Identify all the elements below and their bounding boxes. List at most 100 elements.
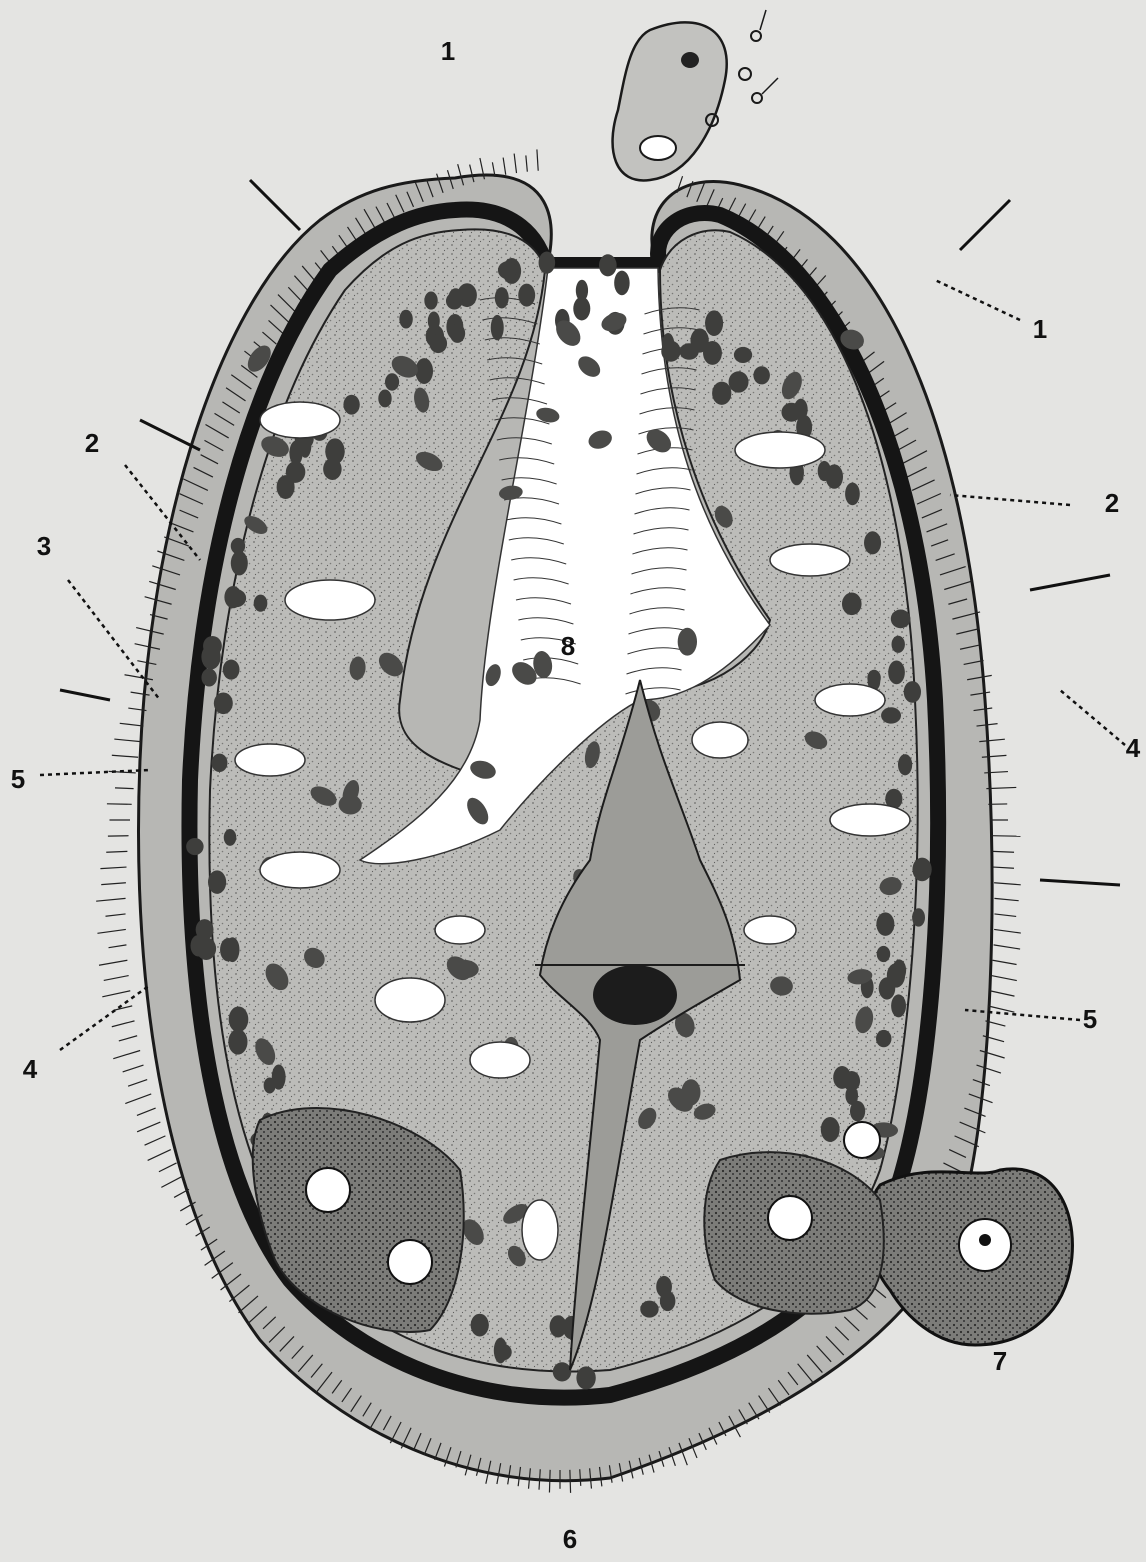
vacuole xyxy=(235,744,305,776)
nucleus xyxy=(518,284,535,307)
label-2-left: 2 xyxy=(85,428,99,458)
nucleus xyxy=(231,538,245,554)
nucleus xyxy=(867,670,880,686)
nucleus xyxy=(494,1338,507,1364)
nucleus xyxy=(678,628,697,656)
nucleus xyxy=(399,310,412,329)
nucleus xyxy=(842,592,862,615)
cilium xyxy=(106,851,127,852)
nucleus xyxy=(220,938,236,962)
cilium xyxy=(106,914,126,916)
cilium xyxy=(123,1065,144,1072)
label-6: 6 xyxy=(563,1524,577,1554)
nucleus xyxy=(385,373,399,390)
cilium xyxy=(526,155,527,171)
nucleus xyxy=(424,292,437,310)
nucleus xyxy=(576,1366,595,1389)
bristle xyxy=(140,420,200,450)
nucleus xyxy=(614,271,629,296)
cilium xyxy=(100,867,126,869)
vacuole xyxy=(260,402,340,438)
nucleus xyxy=(429,334,447,353)
label-5-left: 5 xyxy=(11,764,25,794)
cilium xyxy=(161,1176,182,1187)
nucleus xyxy=(254,595,268,612)
nucleus xyxy=(690,328,708,352)
cilium xyxy=(537,149,538,170)
cilium xyxy=(137,1108,156,1115)
nucleus xyxy=(821,1117,840,1142)
nucleus xyxy=(845,1086,858,1105)
nucleus xyxy=(208,870,226,893)
nucleus xyxy=(881,707,901,723)
nucleus xyxy=(876,1030,891,1047)
vacuole xyxy=(735,432,825,468)
nucleus xyxy=(325,438,344,464)
cilium xyxy=(120,723,144,726)
label-7: 7 xyxy=(993,1346,1007,1376)
cilium xyxy=(990,991,1015,996)
nucleus xyxy=(712,382,731,405)
nucleus xyxy=(888,661,905,685)
nucleus xyxy=(705,310,723,336)
nucleus xyxy=(229,1006,249,1032)
cilium xyxy=(991,836,1020,837)
nucleus xyxy=(186,838,203,855)
vacuole xyxy=(375,978,445,1022)
cilium xyxy=(148,1150,171,1161)
nucleus xyxy=(818,461,831,481)
label-4-left: 4 xyxy=(23,1054,38,1084)
cilium xyxy=(503,158,506,175)
cilium xyxy=(993,960,1017,964)
nucleus xyxy=(599,254,617,276)
nucleus xyxy=(845,482,860,505)
label-8: 8 xyxy=(561,631,575,661)
cilium xyxy=(549,1470,550,1493)
cilium xyxy=(994,929,1021,933)
cilium xyxy=(993,867,1013,868)
nucleus xyxy=(576,280,588,302)
cilium xyxy=(991,976,1016,981)
cilium xyxy=(993,851,1014,852)
nucleus xyxy=(912,858,931,882)
nucleus xyxy=(753,366,770,384)
nucleus xyxy=(781,403,801,422)
cilium xyxy=(96,898,125,901)
nucleus xyxy=(471,1314,489,1337)
vacuole xyxy=(770,544,850,576)
nucleus xyxy=(415,358,433,384)
nucleus xyxy=(539,252,556,274)
cilium xyxy=(97,929,125,933)
cilium xyxy=(113,1050,140,1058)
bristle xyxy=(60,690,110,700)
nucleus xyxy=(201,644,220,669)
nucleus xyxy=(660,1291,676,1311)
nucleus xyxy=(495,287,509,308)
bristle xyxy=(250,180,300,230)
cilium xyxy=(102,991,130,997)
cilium xyxy=(115,788,134,789)
nucleus xyxy=(734,347,752,363)
nucleus xyxy=(272,1064,286,1089)
vacuole xyxy=(285,580,375,620)
cilium xyxy=(115,1006,132,1010)
nucleus xyxy=(904,681,921,703)
nucleus xyxy=(228,1029,247,1054)
nucleus xyxy=(912,908,925,926)
cilium xyxy=(137,1122,160,1132)
cilium xyxy=(570,1470,571,1493)
nucleus xyxy=(448,288,462,307)
nucleus xyxy=(729,371,749,392)
nucleus xyxy=(343,395,359,415)
vacuole xyxy=(692,722,748,758)
free-swimming-cell xyxy=(613,10,778,180)
label-2-right: 2 xyxy=(1105,488,1119,518)
nucleus xyxy=(640,1301,658,1318)
nucleus xyxy=(378,390,391,408)
nucleus xyxy=(891,994,906,1017)
nucleus xyxy=(879,977,896,999)
nucleus xyxy=(491,315,504,340)
nucleus xyxy=(877,946,891,962)
cilium xyxy=(994,945,1021,949)
